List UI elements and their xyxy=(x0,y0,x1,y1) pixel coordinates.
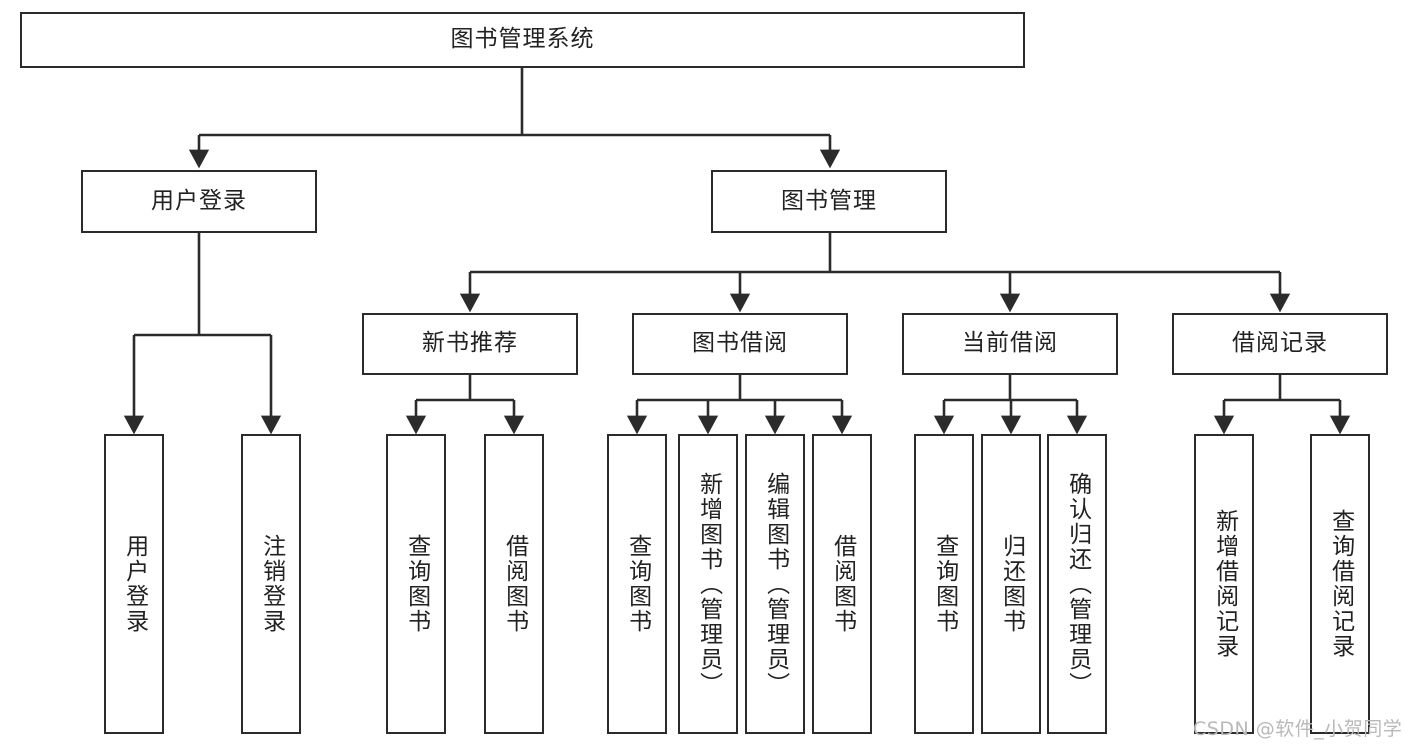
node-leaf-return-book[interactable]: 归还图书 xyxy=(981,434,1041,734)
node-leaf-query-book-3[interactable]: 查询图书 xyxy=(914,434,974,734)
watermark-text: CSDN @软件_小贺同学 xyxy=(1193,718,1403,740)
node-leaf-query-record-label: 查询借阅记录 xyxy=(1327,509,1354,659)
node-leaf-query-book-1-label: 查询图书 xyxy=(403,534,430,634)
node-current-borrow-label: 当前借阅 xyxy=(962,330,1058,357)
node-leaf-edit-book-label: 编辑图书（管理员） xyxy=(762,471,789,697)
node-leaf-confirm-return[interactable]: 确认归还（管理员） xyxy=(1047,434,1107,734)
node-leaf-add-book[interactable]: 新增图书（管理员） xyxy=(678,434,738,734)
node-leaf-return-book-label: 归还图书 xyxy=(998,534,1025,634)
node-leaf-user-login[interactable]: 用户登录 xyxy=(104,434,164,734)
node-borrow-record-label: 借阅记录 xyxy=(1232,330,1328,357)
node-leaf-borrow-book-1[interactable]: 借阅图书 xyxy=(484,434,544,734)
node-user-login-label: 用户登录 xyxy=(151,187,247,214)
node-root[interactable]: 图书管理系统 xyxy=(20,12,1025,68)
node-new-book-recommend-label: 新书推荐 xyxy=(422,330,518,357)
node-leaf-query-book-2-label: 查询图书 xyxy=(624,534,651,634)
node-leaf-borrow-book-2[interactable]: 借阅图书 xyxy=(812,434,872,734)
node-book-manage[interactable]: 图书管理 xyxy=(711,170,947,233)
node-current-borrow[interactable]: 当前借阅 xyxy=(902,313,1118,375)
node-book-manage-label: 图书管理 xyxy=(781,187,877,214)
node-leaf-edit-book[interactable]: 编辑图书（管理员） xyxy=(745,434,805,734)
node-leaf-query-book-3-label: 查询图书 xyxy=(931,534,958,634)
node-user-login[interactable]: 用户登录 xyxy=(81,170,317,233)
node-borrow-record[interactable]: 借阅记录 xyxy=(1172,313,1388,375)
node-leaf-add-record-label: 新增借阅记录 xyxy=(1211,509,1238,659)
node-leaf-borrow-book-2-label: 借阅图书 xyxy=(829,534,856,634)
node-new-book-recommend[interactable]: 新书推荐 xyxy=(362,313,578,375)
node-leaf-add-book-label: 新增图书（管理员） xyxy=(695,471,722,697)
node-leaf-borrow-book-1-label: 借阅图书 xyxy=(501,534,528,634)
node-leaf-add-record[interactable]: 新增借阅记录 xyxy=(1194,434,1254,734)
node-leaf-user-logout[interactable]: 注销登录 xyxy=(241,434,301,734)
node-leaf-confirm-return-label: 确认归还（管理员） xyxy=(1064,471,1091,697)
node-leaf-query-book-1[interactable]: 查询图书 xyxy=(386,434,446,734)
node-book-borrow-label: 图书借阅 xyxy=(692,330,788,357)
node-leaf-query-record[interactable]: 查询借阅记录 xyxy=(1310,434,1370,734)
node-leaf-user-login-label: 用户登录 xyxy=(121,534,148,634)
node-book-borrow[interactable]: 图书借阅 xyxy=(632,313,848,375)
node-leaf-user-logout-label: 注销登录 xyxy=(258,534,285,634)
node-root-label: 图书管理系统 xyxy=(450,26,595,53)
node-leaf-query-book-2[interactable]: 查询图书 xyxy=(607,434,667,734)
